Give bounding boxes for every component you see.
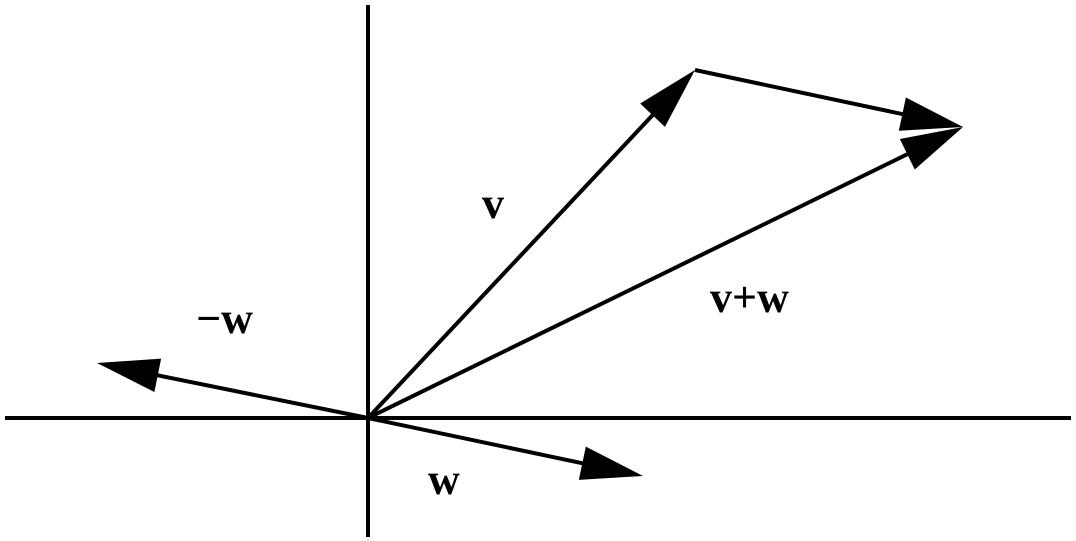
- label-w: w: [428, 455, 460, 504]
- arrow-w-shaft: [367, 416, 587, 466]
- arrow-v-plus-w-shaft: [367, 150, 912, 420]
- arrow-w-head: [578, 446, 643, 480]
- arrow-w-translated-head: [898, 97, 963, 131]
- arrow-v-shaft: [366, 110, 657, 420]
- arrow-v-plus-w-head: [899, 127, 963, 170]
- arrow-neg-w-head: [97, 358, 162, 392]
- label-v-plus-w: v+w: [710, 273, 789, 322]
- arrow-w-translated-shaft: [694, 68, 907, 117]
- arrow-neg-w-shaft: [153, 372, 369, 420]
- label-neg-w: −w: [196, 294, 253, 343]
- label-v: v: [482, 179, 504, 228]
- arrow-v-head: [640, 70, 695, 127]
